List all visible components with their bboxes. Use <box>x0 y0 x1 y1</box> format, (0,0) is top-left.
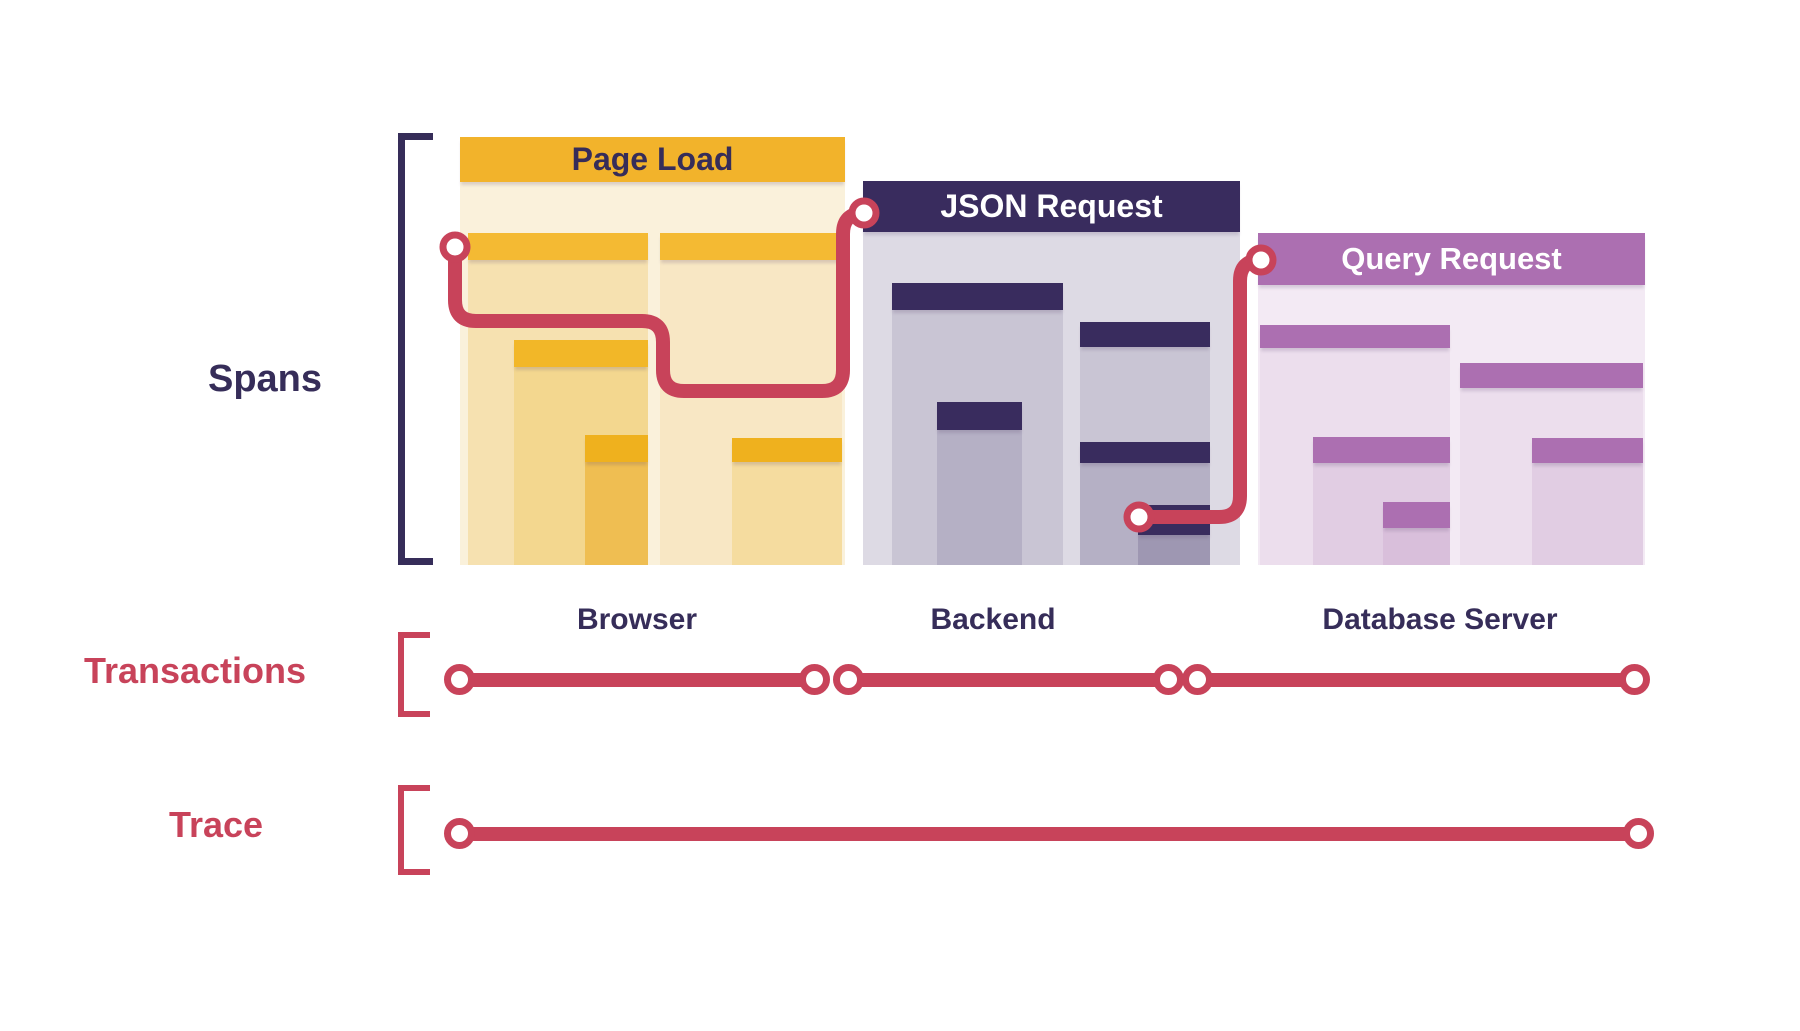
span-grandchild-header <box>1532 438 1643 463</box>
span-child <box>1460 363 1643 565</box>
span-child <box>660 233 842 565</box>
span-block-page-load-header: Page Load <box>460 137 845 182</box>
transaction-node <box>1619 664 1650 695</box>
span-child <box>468 233 648 565</box>
span-greatgrandchild-header <box>1383 502 1450 528</box>
span-greatgrandchild-header <box>585 435 648 462</box>
trace-line <box>460 827 1638 841</box>
span-grandchild <box>514 340 648 565</box>
span-block-json-request: JSON Request <box>863 181 1240 565</box>
span-grandchild-header <box>1313 437 1450 463</box>
transaction-node <box>1182 664 1213 695</box>
span-grandchild <box>1532 438 1643 565</box>
trace-bracket <box>398 785 430 875</box>
span-child-header <box>1080 322 1210 347</box>
span-grandchild-header <box>514 340 648 367</box>
span-grandchild <box>1080 442 1210 565</box>
span-greatgrandchild <box>1138 505 1210 565</box>
transaction-node <box>1153 664 1184 695</box>
transaction-line-database <box>1198 673 1635 687</box>
span-block-query-request: Query Request <box>1258 233 1645 565</box>
span-block-json-request-header: JSON Request <box>863 181 1240 232</box>
span-grandchild <box>937 402 1022 565</box>
transaction-node <box>444 664 475 695</box>
spans-label: Spans <box>207 358 323 400</box>
trace-node <box>444 818 475 849</box>
span-block-page-load-title: Page Load <box>571 141 734 177</box>
transaction-line-browser <box>460 673 815 687</box>
trace-node <box>1623 818 1654 849</box>
span-child <box>1080 322 1210 565</box>
span-grandchild <box>732 438 842 565</box>
span-child-header <box>892 283 1063 310</box>
span-greatgrandchild <box>585 435 648 565</box>
span-child-header <box>1260 325 1450 348</box>
spans-bracket <box>398 133 433 565</box>
device-label-backend: Backend <box>930 603 1056 636</box>
span-block-query-request-title: Query Request <box>1341 241 1562 276</box>
span-grandchild-header <box>937 402 1022 430</box>
device-label-browser: Browser <box>576 603 698 636</box>
transaction-node <box>799 664 830 695</box>
device-label-database-server: Database Server <box>1322 603 1558 636</box>
transactions-bracket <box>398 632 430 717</box>
span-grandchild-header <box>1080 442 1210 463</box>
trace-label: Trace <box>168 804 264 845</box>
span-greatgrandchild <box>1383 502 1450 565</box>
transaction-line-backend <box>849 673 1169 687</box>
span-block-json-request-title: JSON Request <box>940 188 1163 224</box>
span-child <box>1260 325 1450 565</box>
span-child-header <box>468 233 648 260</box>
span-grandchild <box>1313 437 1450 565</box>
span-block-query-request-header: Query Request <box>1258 233 1645 285</box>
span-grandchild-header <box>732 438 842 462</box>
span-child-header <box>1460 363 1643 388</box>
transaction-node <box>833 664 864 695</box>
span-child-header <box>660 233 842 260</box>
span-child <box>892 283 1063 565</box>
span-greatgrandchild-header <box>1138 505 1210 535</box>
span-block-page-load: Page Load <box>460 137 845 565</box>
transactions-label: Transactions <box>83 650 307 691</box>
